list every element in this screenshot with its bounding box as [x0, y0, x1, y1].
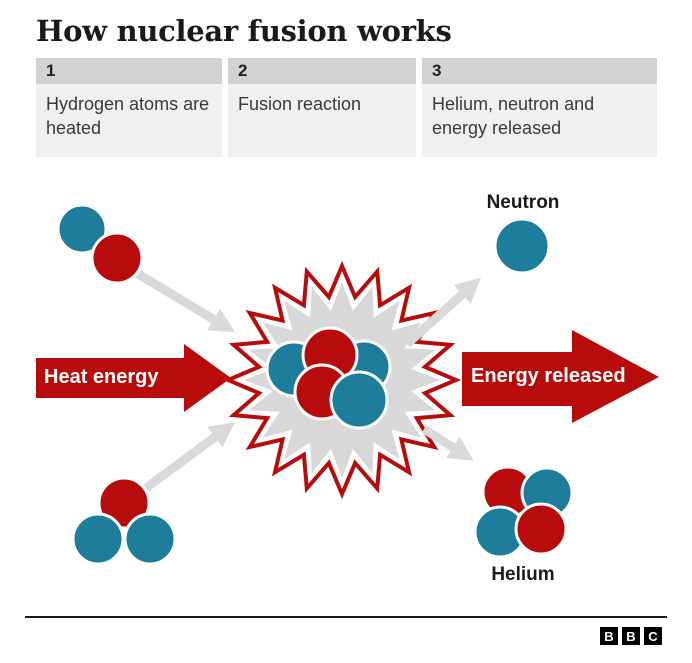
energy-released-label: Energy released [471, 365, 626, 387]
footer-divider [25, 616, 667, 618]
neutron-circle [56, 203, 108, 255]
step-3: 3 Helium, neutron and energy released [422, 58, 657, 157]
page-title: How nuclear fusion works [36, 14, 452, 48]
proton-circle [514, 502, 568, 556]
helium-arrow [421, 425, 475, 461]
neutron-circle [329, 370, 389, 430]
step-2-number: 2 [228, 58, 416, 84]
released-neutron-circle [493, 217, 551, 275]
deuterium-arrow [127, 265, 236, 333]
step-1: 1 Hydrogen atoms are heated [36, 58, 222, 157]
heat-energy-arrow [36, 344, 231, 412]
bbc-logo: B B C [600, 627, 662, 645]
bbc-logo-block: B [600, 627, 618, 645]
bbc-logo-block: B [622, 627, 640, 645]
neutron-circle [123, 512, 177, 566]
heat-energy-label: Heat energy [44, 366, 159, 388]
neutron-arrow [403, 277, 481, 348]
proton-circle [90, 231, 144, 285]
step-1-text: Hydrogen atoms are heated [36, 84, 222, 157]
bbc-logo-block: C [644, 627, 662, 645]
helium-label: Helium [491, 564, 555, 585]
neutron-circle [71, 512, 125, 566]
steps-row: 1 Hydrogen atoms are heated 2 Fusion rea… [36, 58, 657, 157]
energy-released-arrow [462, 330, 659, 423]
step-3-text: Helium, neutron and energy released [422, 84, 657, 157]
step-2-text: Fusion reaction [228, 84, 416, 157]
step-2: 2 Fusion reaction [228, 58, 416, 157]
step-1-number: 1 [36, 58, 222, 84]
proton-circle [97, 476, 151, 530]
tritium-arrow [143, 422, 236, 492]
neutron-label: Neutron [486, 192, 560, 213]
step-3-number: 3 [422, 58, 657, 84]
